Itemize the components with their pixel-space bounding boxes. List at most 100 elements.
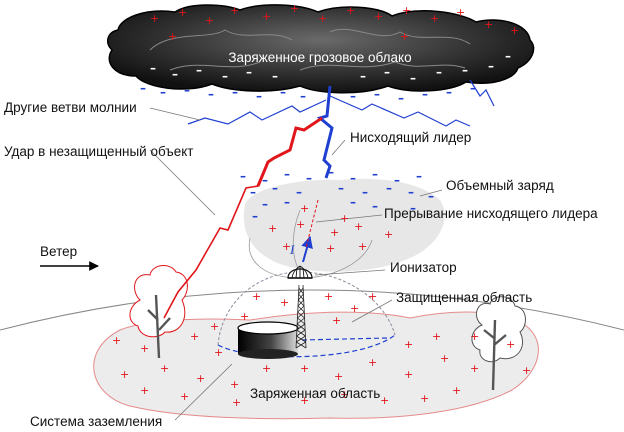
negative-charge-mark: – [232, 85, 238, 99]
negative-charge-mark: – [222, 69, 228, 83]
negative-charge-mark: – [436, 65, 442, 79]
positive-charge-mark: + [262, 10, 271, 23]
positive-charge-mark: + [300, 362, 309, 375]
positive-charge-mark: + [456, 6, 465, 19]
positive-charge-mark: + [340, 388, 349, 401]
negative-charge-mark: – [408, 185, 414, 199]
negative-charge-mark: – [362, 185, 368, 199]
negative-charge-mark: – [252, 209, 258, 223]
strike-unprotected-head [256, 116, 323, 187]
negative-charge-mark: – [262, 197, 268, 211]
thundercloud [107, 4, 535, 94]
positive-charge-mark: + [214, 346, 223, 359]
negative-charge-mark: – [410, 71, 416, 85]
negative-charge-mark: – [208, 87, 214, 101]
negative-charge-mark: – [428, 189, 434, 203]
positive-charge-mark: + [404, 368, 413, 381]
positive-charge-mark: + [506, 338, 515, 351]
positive-charge-mark: + [232, 396, 241, 409]
positive-charge-mark: + [282, 240, 291, 253]
storage-tank [237, 321, 299, 359]
negative-charge-mark: – [462, 63, 468, 77]
positive-charge-mark: + [332, 314, 341, 327]
positive-charge-mark: + [290, 2, 299, 15]
negative-charge-mark: – [284, 195, 290, 209]
negative-charge-mark: – [374, 87, 380, 101]
label-charged-area: Заряженная область [250, 386, 380, 401]
positive-charge-mark: + [358, 240, 367, 253]
label-leader-interruption: Прерывание нисходящего лидера [384, 206, 598, 221]
negative-charge-mark: – [488, 59, 494, 73]
negative-charge-mark: – [262, 173, 268, 187]
charges: ++++++++++++++++––––––––––––––––––––––––… [112, 2, 531, 409]
negative-charge-mark: – [416, 169, 422, 183]
negative-charge-mark: – [140, 81, 146, 95]
downward-leader [316, 85, 334, 179]
negative-charge-mark: – [505, 49, 511, 63]
positive-charge-mark: + [470, 362, 479, 375]
negative-charge-mark: – [372, 199, 378, 213]
positive-charge-mark: + [452, 384, 461, 397]
positive-charge-mark: + [140, 384, 149, 397]
negative-charge-mark: – [350, 89, 356, 103]
positive-charge-mark: + [280, 296, 289, 309]
positive-charge-mark: + [346, 4, 355, 17]
ionizer-mast [295, 284, 307, 349]
negative-charge-mark: – [280, 85, 286, 99]
callout-lines [149, 107, 443, 421]
interrupted-leader [305, 199, 319, 249]
negative-charge-mark: – [172, 67, 178, 81]
positive-charge-mark: + [400, 30, 409, 43]
negative-charge-mark: – [296, 185, 302, 199]
negative-charge-mark: – [338, 181, 344, 195]
positive-charge-mark: + [240, 310, 249, 323]
positive-charge-mark: + [354, 220, 363, 233]
negative-charge-mark: – [446, 85, 452, 99]
positive-charge-mark: + [300, 202, 309, 215]
positive-charge-mark: + [440, 352, 449, 365]
tree-left [129, 265, 188, 359]
negative-charge-mark: – [272, 181, 278, 195]
other-branch-right [329, 95, 471, 127]
negative-charge-mark: – [384, 65, 390, 79]
tree-right [471, 296, 526, 391]
negative-charge-mark: – [272, 69, 278, 83]
negative-charge-mark: – [246, 65, 252, 79]
positive-charge-mark: + [112, 334, 121, 347]
positive-charge-mark: + [318, 12, 327, 25]
positive-charge-mark: + [150, 12, 159, 25]
space-charge-cloud [243, 178, 445, 272]
other-branch-far-right [469, 79, 495, 107]
negative-charge-mark: – [240, 169, 246, 183]
positive-charge-mark: + [368, 290, 377, 303]
upward-streamer [301, 235, 313, 263]
positive-charge-mark: + [168, 30, 177, 43]
negative-charge-mark: – [386, 181, 392, 195]
label-protected-area: Защищенная область [396, 290, 532, 305]
positive-charge-mark: + [484, 18, 493, 31]
label-strike-unprotected: Удар в незащищенный объект [4, 144, 193, 159]
negative-charge-mark: – [394, 173, 400, 187]
positive-charge-mark: + [374, 10, 383, 23]
positive-charge-mark: + [402, 4, 411, 17]
negative-charge-mark: – [196, 63, 202, 77]
negative-charge-mark: – [256, 89, 262, 103]
positive-charge-mark: + [510, 24, 519, 37]
positive-charge-mark: + [522, 364, 531, 377]
negative-charge-mark: – [328, 165, 334, 179]
negative-charge-mark: – [160, 85, 166, 99]
cloud-label: Заряженное грозовое облако [228, 50, 411, 65]
charged-area [93, 311, 539, 420]
positive-charge-mark: + [140, 342, 149, 355]
positive-charge-mark: + [230, 378, 239, 391]
negative-charge-mark: – [372, 167, 378, 181]
positive-charge-mark: + [324, 290, 333, 303]
ionizer-head [287, 265, 313, 279]
positive-charge-mark: + [334, 370, 343, 383]
positive-charge-mark: + [120, 368, 129, 381]
positive-charge-mark: + [262, 362, 271, 375]
label-downward-leader: Нисходящий лидер [350, 130, 471, 145]
label-other-branches: Другие ветви молнии [4, 100, 137, 115]
positive-charge-mark: + [205, 14, 214, 27]
positive-charge-mark: + [252, 290, 261, 303]
